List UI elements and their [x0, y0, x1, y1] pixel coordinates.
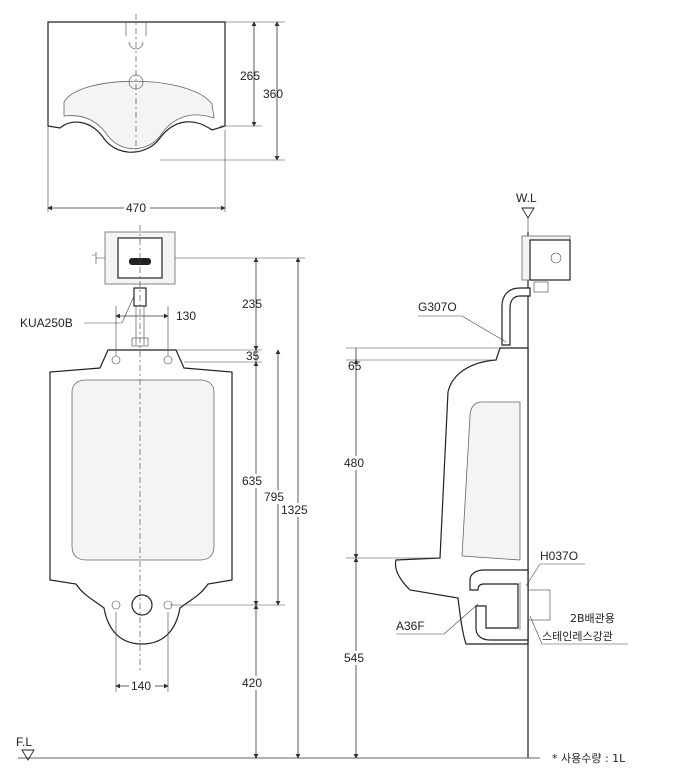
label-pipe-note-2: 스테인레스강관 [542, 630, 613, 643]
floor-marker-icon [21, 749, 35, 761]
front-view: KUA250B 130 140 235 35 635 [16, 225, 540, 761]
urinal-side-inner [461, 401, 521, 561]
dim-480-label: 480 [344, 456, 364, 470]
label-pipe-note-1: 2B배관용 [570, 612, 615, 625]
side-valve-body [529, 239, 571, 281]
dim-360-label: 360 [263, 87, 283, 101]
side-valve-knob [550, 252, 562, 264]
dim-130-label: 130 [176, 309, 196, 323]
dim-795-label: 795 [264, 490, 284, 504]
label-floor-line: F.L [16, 735, 32, 749]
dim-140-label: 140 [131, 679, 151, 693]
dim-635-label: 635 [242, 474, 262, 488]
dim-35-label: 35 [246, 349, 260, 363]
dim-65-label: 65 [348, 359, 362, 373]
drain-outlet [131, 594, 153, 616]
dim-235-label: 235 [242, 297, 262, 311]
top-view-spud [125, 22, 147, 50]
supply-inlet [92, 252, 105, 264]
sensor-window-icon [129, 258, 151, 265]
label-water-line: W.L [516, 191, 537, 205]
label-g307o: G307O [418, 300, 457, 314]
water-line-marker-icon [521, 207, 535, 219]
footnote: * 사용수량 : 1L [552, 752, 626, 765]
side-valve-stop [533, 281, 549, 293]
dim-545-label: 545 [344, 651, 364, 665]
label-h037o: H037O [540, 549, 578, 563]
dim-1325-label: 1325 [281, 503, 308, 517]
top-view-basin [63, 80, 215, 150]
bottom-hole-left [111, 600, 121, 610]
side-view: W.L G307O H037O A36F 2B배관용 스테인레스강관 [342, 191, 628, 759]
dim-470-label: 470 [126, 201, 146, 215]
dim-265-label: 265 [240, 69, 260, 83]
label-a36f: A36F [396, 619, 425, 633]
urinal-front-basin [71, 379, 215, 561]
flush-pipe-bent [501, 287, 531, 346]
trap-assembly [469, 569, 529, 641]
dim-420-label: 420 [242, 676, 262, 690]
wall-drain-pipe [527, 589, 551, 621]
top-view: 265 360 470 [47, 14, 285, 215]
label-kua250b: KUA250B [20, 316, 73, 330]
